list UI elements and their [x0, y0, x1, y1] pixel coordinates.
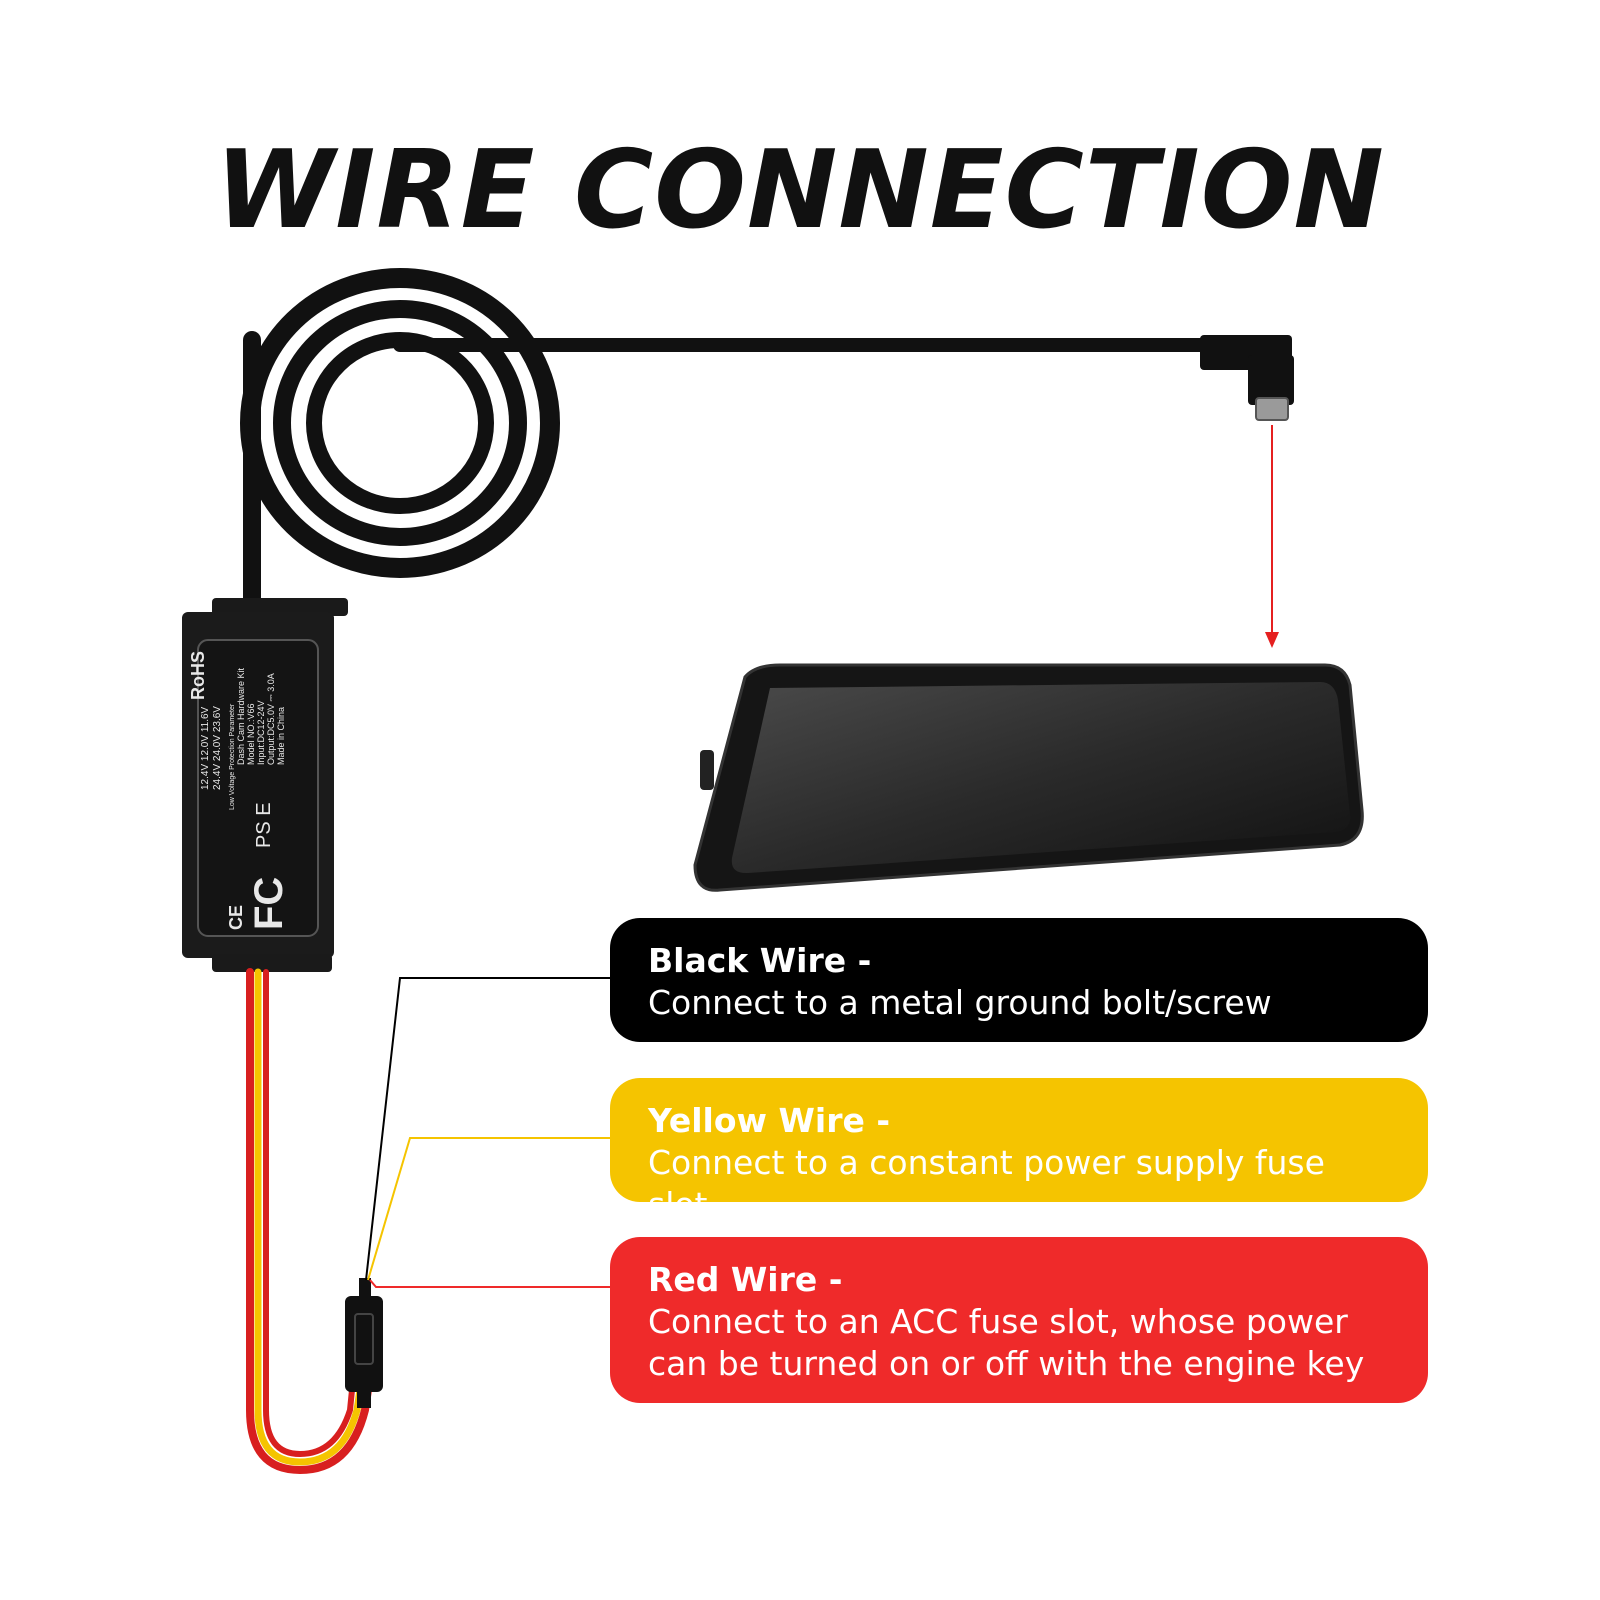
hardwire-kit-box: CE FC PS E 12.4V 12.0V 11.6V 24.4V 24.0V… — [182, 598, 348, 972]
mirror-dash-cam — [693, 663, 1364, 892]
red-wire-heading: Red Wire - — [648, 1260, 843, 1299]
yellow-wire-leader — [367, 1137, 612, 1281]
lvp-row-2: 24.4V 24.0V 23.6V — [212, 706, 223, 790]
yellow-wire-label: Yellow Wire - Connect to a constant powe… — [610, 1078, 1428, 1224]
rohs-mark: RoHS — [188, 651, 208, 700]
kit-origin: Made in China — [276, 707, 286, 765]
lvp-label: Low Voltage Protection Parameter — [229, 703, 236, 810]
page-title: WIRE CONNECTION — [215, 128, 1385, 253]
black-wire-leader — [365, 977, 612, 1281]
lvp-row-1: 12.4V 12.0V 11.6V — [200, 706, 211, 790]
fcc-mark: FC — [247, 877, 291, 930]
red-wire-description: Connect to an ACC fuse slot, whose power… — [648, 1302, 1365, 1383]
leader-lines — [365, 977, 612, 1288]
power-wire-loop — [246, 968, 372, 1475]
black-wire-label: Black Wire - Connect to a metal ground b… — [610, 918, 1428, 1042]
inline-connector — [345, 1278, 383, 1408]
usb-c-connector — [1200, 335, 1294, 421]
black-wire-heading: Black Wire - — [648, 941, 872, 980]
yellow-wire-description: Connect to a constant power supply fuse … — [648, 1143, 1325, 1224]
coiled-cable — [240, 268, 1207, 609]
kit-output: Output:DC5.0V ⎓ 3.0A — [266, 673, 276, 765]
black-wire-description: Connect to a metal ground bolt/screw — [648, 983, 1272, 1022]
kit-model: Model NO.:V66 — [246, 703, 256, 765]
kit-title: Dash Cam Hardware Kit — [236, 667, 246, 765]
yellow-wire-heading: Yellow Wire - — [648, 1101, 891, 1140]
ce-mark: CE — [226, 905, 246, 930]
kit-input: Input:DC12-24V — [256, 700, 266, 765]
red-wire-label: Red Wire - Connect to an ACC fuse slot, … — [610, 1237, 1428, 1403]
pse-mark: PS E — [253, 802, 275, 848]
red-wire-leader — [369, 1279, 612, 1288]
connection-arrow — [1265, 425, 1279, 648]
